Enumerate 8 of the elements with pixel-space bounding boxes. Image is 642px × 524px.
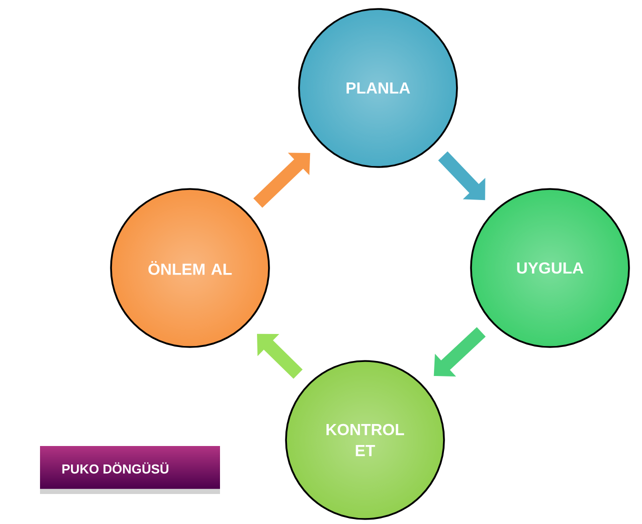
title-banner: PUKO DÖNGÜSÜ (40, 446, 220, 494)
circle-node: UYGULA (470, 188, 630, 348)
block-arrow (257, 334, 303, 379)
circle-node: KONTROL ET (285, 360, 445, 520)
circle-node: PLANLA (298, 8, 458, 168)
circle-node: ÖNLEM AL (110, 188, 270, 348)
block-arrow (434, 327, 486, 376)
block-arrow (253, 152, 310, 208)
